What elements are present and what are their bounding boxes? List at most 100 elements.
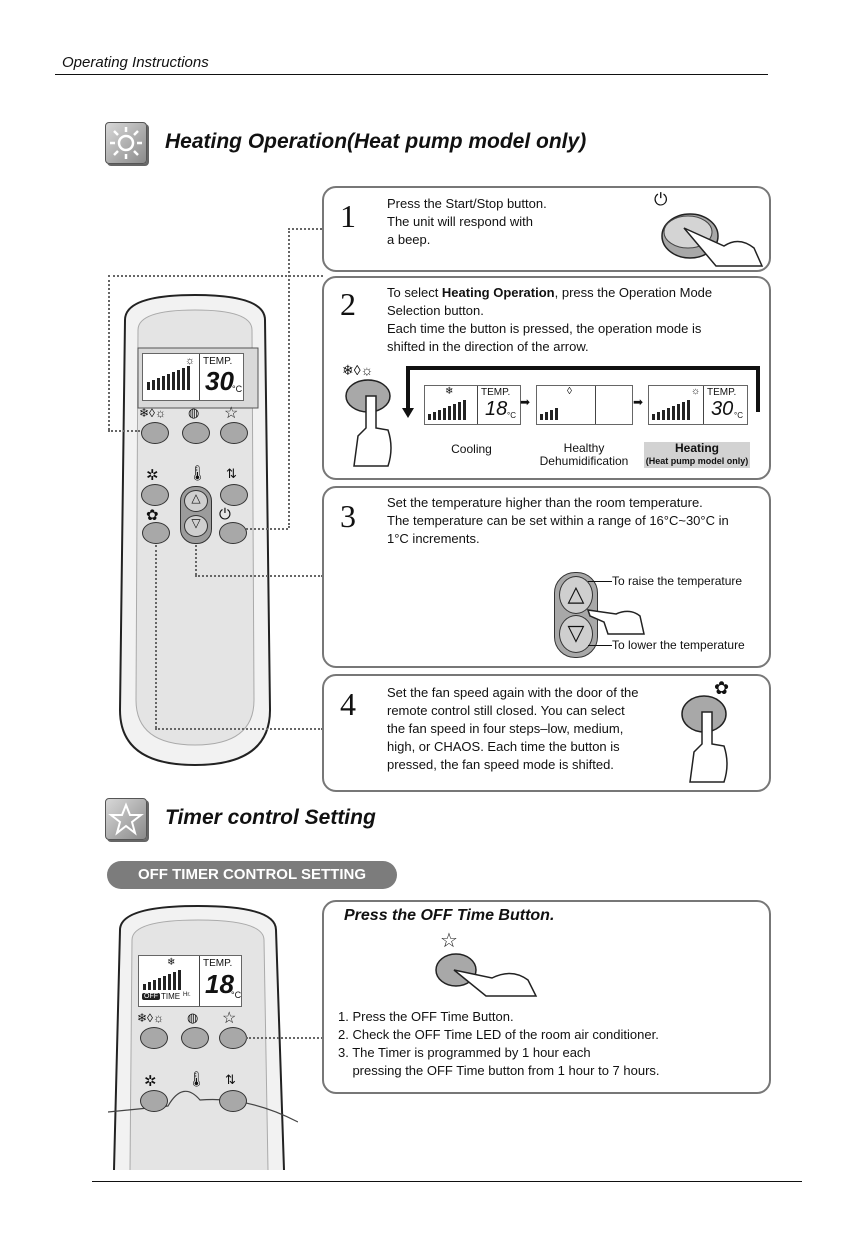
- step-4-box: 4 Set the fan speed again with the door …: [322, 674, 771, 792]
- off-badge: OFF: [142, 993, 160, 1000]
- time-label: TIME: [161, 992, 181, 1001]
- step-4-text: Set the fan speed again with the door of…: [387, 685, 639, 772]
- connector-line: [195, 575, 323, 577]
- press-button-hand-icon: [681, 695, 728, 783]
- cooling-temp-value: 18: [485, 398, 508, 420]
- step-number: 1: [340, 198, 356, 234]
- step-2-text: To select Heating Operation, press the O…: [387, 285, 713, 354]
- cooling-caption: Cooling: [451, 442, 492, 456]
- jet-mode-button[interactable]: [182, 422, 210, 444]
- thermometer-icon: 🌡: [188, 465, 208, 482]
- connector-line: [195, 545, 197, 575]
- connector-line: [246, 1037, 323, 1039]
- lcd-temp-value: 18: [205, 969, 234, 999]
- header-divider: [55, 74, 768, 75]
- connector-line: [108, 430, 140, 432]
- step-1-text: Press the Start/Stop button. The unit wi…: [387, 196, 547, 247]
- mode-cycle-arrow: [402, 366, 760, 418]
- raise-temp-label: To raise the temperature: [612, 574, 743, 588]
- swing-button[interactable]: [141, 484, 169, 506]
- airflow-icon: ⇅: [225, 1072, 236, 1087]
- snowflake-icon: ❄: [167, 957, 176, 968]
- arrow-right-icon: ➡: [520, 395, 531, 409]
- star-icon: [105, 798, 147, 840]
- airflow-button[interactable]: [219, 1090, 247, 1112]
- jet-mode-button[interactable]: [181, 1027, 209, 1049]
- fan-level-bars-icon: [428, 400, 466, 420]
- mode-symbols-icon: ❄◊☼: [137, 1011, 164, 1025]
- off-timer-instructions: 1. Press the OFF Time Button. 2. Check t…: [338, 1009, 660, 1078]
- airflow-button[interactable]: [220, 484, 248, 506]
- step-3-box: 3 Set the temperature higher than the ro…: [322, 486, 771, 668]
- press-button-hand-icon: [435, 953, 538, 997]
- step-3-text: Set the temperature higher than the room…: [387, 495, 729, 546]
- connector-line: [108, 275, 110, 430]
- off-timer-pill: OFF TIMER CONTROL SETTING: [107, 861, 397, 889]
- footer-divider: [92, 1181, 802, 1182]
- swing-icon: ✲: [144, 1073, 157, 1090]
- power-icon: ⏻: [219, 506, 231, 523]
- temp-up-button[interactable]: △: [184, 490, 208, 512]
- lcd-temp-label: TEMP.: [203, 356, 233, 367]
- dehumidification-mode-lcd: ◊: [536, 385, 633, 425]
- off-timer-box-title: Press the OFF Time Button.: [344, 907, 555, 924]
- heating-section-title: Heating Operation(Heat pump model only): [165, 130, 587, 153]
- start-stop-button[interactable]: [219, 522, 247, 544]
- remote-lcd: ❄ OFF TIME Hr. TEMP. 18 °C: [138, 955, 242, 1007]
- temp-up-button[interactable]: △: [559, 576, 593, 614]
- lcd-temp-value: 30: [205, 366, 234, 396]
- airflow-icon: ⇅: [226, 466, 237, 481]
- connector-line: [288, 228, 322, 230]
- press-button-hand-icon: [345, 379, 392, 467]
- temperature-rocker: △ ▽: [554, 572, 598, 658]
- remote-lcd: ☼ TEMP. 30 °C: [142, 353, 244, 401]
- fan-level-bars-icon: [652, 400, 690, 420]
- star-icon: ☆: [224, 405, 239, 422]
- mode-symbols-icon: ❄◊☼: [342, 362, 374, 378]
- jet-mode-icon: ◍: [188, 405, 200, 420]
- connector-line: [108, 275, 323, 277]
- swing-icon: ✲: [146, 467, 159, 484]
- press-button-hand-icon: [661, 213, 764, 267]
- water-drop-icon: ◊: [567, 386, 572, 397]
- connector-line: [288, 228, 290, 528]
- fan-speed-button[interactable]: [142, 522, 170, 544]
- heating-mode-lcd: ☼ TEMP. 30 °C: [648, 385, 748, 425]
- off-timer-button[interactable]: [219, 1027, 247, 1049]
- connector-line: [246, 528, 288, 530]
- connector-line: [155, 545, 157, 728]
- sun-icon: ☼: [185, 355, 196, 367]
- step-number: 2: [340, 286, 356, 322]
- thermometer-icon: 🌡: [187, 1071, 207, 1088]
- pointing-hand-icon: [586, 609, 645, 635]
- arrow-right-icon: ➡: [633, 395, 644, 409]
- power-icon: ⏻: [654, 190, 668, 209]
- jet-mode-icon: ◍: [187, 1010, 199, 1025]
- cooling-mode-lcd: ❄ TEMP. 18 °C: [424, 385, 521, 425]
- step-number: 3: [340, 498, 356, 534]
- lower-temp-label: To lower the temperature: [612, 638, 745, 652]
- snowflake-icon: ❄: [445, 386, 454, 397]
- step-2-box: 2 To select Heating Operation, press the…: [322, 276, 771, 480]
- mode-symbols-icon: ❄◊☼: [139, 406, 166, 420]
- step-number: 4: [340, 686, 356, 722]
- sun-icon: ☼: [691, 386, 701, 397]
- lcd-temp-unit: °C: [232, 384, 243, 394]
- fan-speed-icon: ✿: [146, 507, 159, 524]
- operation-mode-button[interactable]: [141, 422, 169, 444]
- heating-temp-value: 30: [711, 398, 734, 420]
- timer-section-title: Timer control Setting: [165, 806, 376, 829]
- step-1-box: 1 Press the Start/Stop button. The unit …: [322, 186, 771, 272]
- swing-button[interactable]: [140, 1090, 168, 1112]
- fan-speed-icon: ✿: [714, 678, 730, 698]
- temp-down-button[interactable]: ▽: [559, 615, 593, 653]
- operation-mode-button[interactable]: [140, 1027, 168, 1049]
- temperature-rocker: △ ▽: [180, 486, 212, 544]
- fan-level-bars-icon: [143, 970, 181, 990]
- hr-label: Hr.: [183, 992, 191, 998]
- heating-caption: Heating (Heat pump model only): [644, 441, 750, 468]
- fan-level-bars-icon: [147, 366, 190, 390]
- temp-down-button[interactable]: ▽: [184, 515, 208, 537]
- off-timer-button[interactable]: [220, 422, 248, 444]
- sun-icon: [105, 122, 147, 164]
